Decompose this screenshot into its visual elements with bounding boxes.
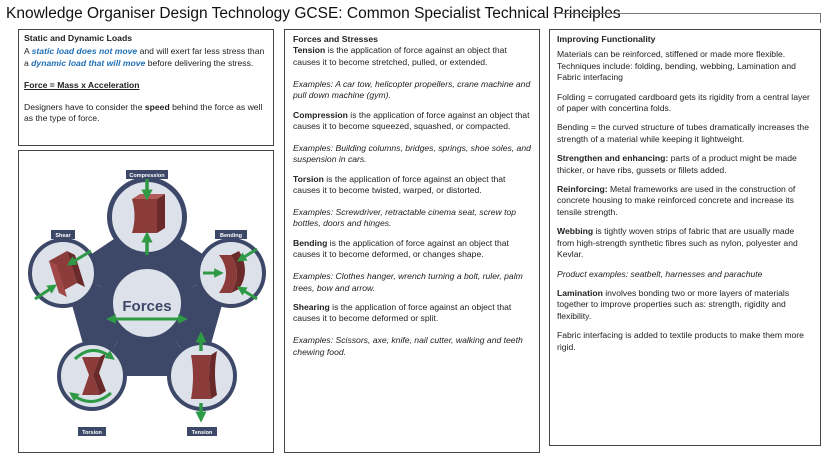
text-run: is the application of force against an o… bbox=[293, 173, 506, 196]
bending-arrow-bottom bbox=[236, 286, 258, 301]
text-run: and will exert far less stress than a bbox=[24, 46, 265, 68]
tension-label-bg bbox=[187, 427, 217, 436]
bending-term: Bending bbox=[293, 237, 328, 248]
text-run: parts of a product might be made thicker… bbox=[557, 153, 797, 175]
text-run: Designers have to consider the bbox=[24, 101, 145, 112]
title-divider bbox=[553, 13, 821, 14]
bending-arrow-top bbox=[236, 247, 258, 262]
bending-definition: Bending is the application of force agai… bbox=[293, 238, 531, 261]
torsion-label-bg bbox=[78, 427, 106, 436]
static-dynamic-paragraph: A static load does not move and will exe… bbox=[24, 46, 268, 69]
webbing-text: Webbing is tightly woven strips of fabri… bbox=[557, 226, 813, 260]
text-run: is the application of force against an o… bbox=[293, 45, 507, 67]
text-run: is the application of force against an o… bbox=[293, 237, 509, 260]
torsion-term: Torsion bbox=[293, 173, 324, 184]
forces-stresses-panel: Forces and Stresses Tension is the appli… bbox=[284, 29, 540, 453]
forces-stresses-heading: Forces and Stresses bbox=[293, 34, 378, 44]
text-run: is tightly woven strips of fabric that a… bbox=[557, 226, 798, 260]
tension-term: Tension bbox=[293, 45, 326, 56]
compression-label: Compression bbox=[129, 173, 165, 179]
compression-examples: Examples: Building columns, bridges, spr… bbox=[293, 142, 531, 165]
bending-label: Bending bbox=[220, 233, 242, 239]
folding-text: Folding = corrugated cardboard gets its … bbox=[557, 91, 810, 114]
compression-definition: Compression is the application of force … bbox=[293, 110, 531, 133]
torsion-label: Torsion bbox=[82, 430, 102, 436]
static-dynamic-heading: Static and Dynamic Loads bbox=[24, 33, 133, 43]
webbing-term: Webbing bbox=[557, 226, 594, 237]
static-dynamic-loads-panel: Static and Dynamic Loads A static load d… bbox=[18, 29, 274, 146]
speed-paragraph: Designers have to consider the speed beh… bbox=[24, 102, 268, 125]
reinforcing-text: Reinforcing: Metal frameworks are used i… bbox=[557, 184, 813, 218]
torsion-block bbox=[82, 353, 106, 395]
product-examples: Product examples: seatbelt, harnesses an… bbox=[557, 268, 763, 279]
bending-examples: Examples: Clothes hanger, wrench turning… bbox=[293, 271, 523, 293]
title-divider-tick bbox=[820, 13, 821, 23]
tension-definition: Tension is the application of force agai… bbox=[293, 45, 531, 68]
shear-arrow-top bbox=[66, 249, 92, 266]
functionality-intro: Materials can be reinforced, stiffened o… bbox=[557, 49, 796, 83]
text-run: is the application of force against an o… bbox=[293, 109, 530, 131]
speed-highlight: speed bbox=[144, 101, 170, 112]
torsion-arrow-bottom bbox=[69, 391, 112, 403]
forces-diagram: Forces Compression Shear Bending Torsion… bbox=[22, 154, 270, 449]
force-formula: Force = Mass x Acceleration bbox=[24, 79, 140, 90]
tension-examples: Examples: A car tow, helicopter propelle… bbox=[293, 78, 531, 101]
compression-block bbox=[132, 194, 165, 233]
compression-term: Compression bbox=[293, 109, 348, 120]
improving-functionality-panel: Improving Functionality Materials can be… bbox=[549, 29, 821, 446]
shear-arrow-bottom bbox=[34, 284, 57, 301]
shearing-examples: Examples: Scissors, axe, knife, nail cut… bbox=[293, 335, 523, 357]
dynamic-load-highlight: dynamic load that will move bbox=[31, 57, 146, 68]
shear-label: Shear bbox=[55, 233, 71, 239]
torsion-definition: Torsion is the application of force agai… bbox=[293, 174, 531, 197]
strengthen-term: Strengthen and enhancing: bbox=[557, 153, 669, 164]
text-run: Metal frameworks are used in the constru… bbox=[557, 184, 796, 217]
text-run: is the application of force against an o… bbox=[293, 301, 512, 324]
lamination-term: Lamination bbox=[557, 287, 603, 298]
strengthen-text: Strengthen and enhancing: parts of a pro… bbox=[557, 153, 813, 176]
compression-label-bg bbox=[126, 170, 168, 179]
text-run: behind the force as well as the type of … bbox=[24, 101, 263, 124]
shearing-term: Shearing bbox=[293, 301, 330, 312]
torsion-examples: Examples: Screwdriver, retractable cinem… bbox=[293, 206, 517, 229]
shear-label-bg bbox=[51, 230, 75, 239]
static-load-highlight: static load does not move bbox=[31, 46, 138, 57]
bending-text: Bending = the curved structure of tubes … bbox=[557, 122, 809, 144]
forces-center-label: Forces bbox=[122, 298, 171, 315]
fabric-interfacing-text: Fabric interfacing is added to textile p… bbox=[557, 330, 804, 352]
torsion-arrow-top bbox=[73, 349, 115, 361]
forces-diagram-panel: Forces Compression Shear Bending Torsion… bbox=[18, 150, 274, 453]
text-run: involves bonding two or more layers of m… bbox=[557, 287, 790, 321]
tension-block bbox=[191, 351, 217, 399]
text-run: A bbox=[24, 46, 32, 57]
functionality-heading: Improving Functionality bbox=[557, 34, 656, 44]
lamination-text: Lamination involves bonding two or more … bbox=[557, 288, 813, 322]
tension-label: Tension bbox=[192, 430, 213, 436]
reinforcing-term: Reinforcing: bbox=[557, 184, 608, 195]
page-title: Knowledge Organiser Design Technology GC… bbox=[6, 5, 621, 22]
text-run: before delivering the stress. bbox=[145, 57, 254, 68]
shearing-definition: Shearing is the application of force aga… bbox=[293, 302, 531, 325]
bending-label-bg bbox=[215, 230, 247, 239]
